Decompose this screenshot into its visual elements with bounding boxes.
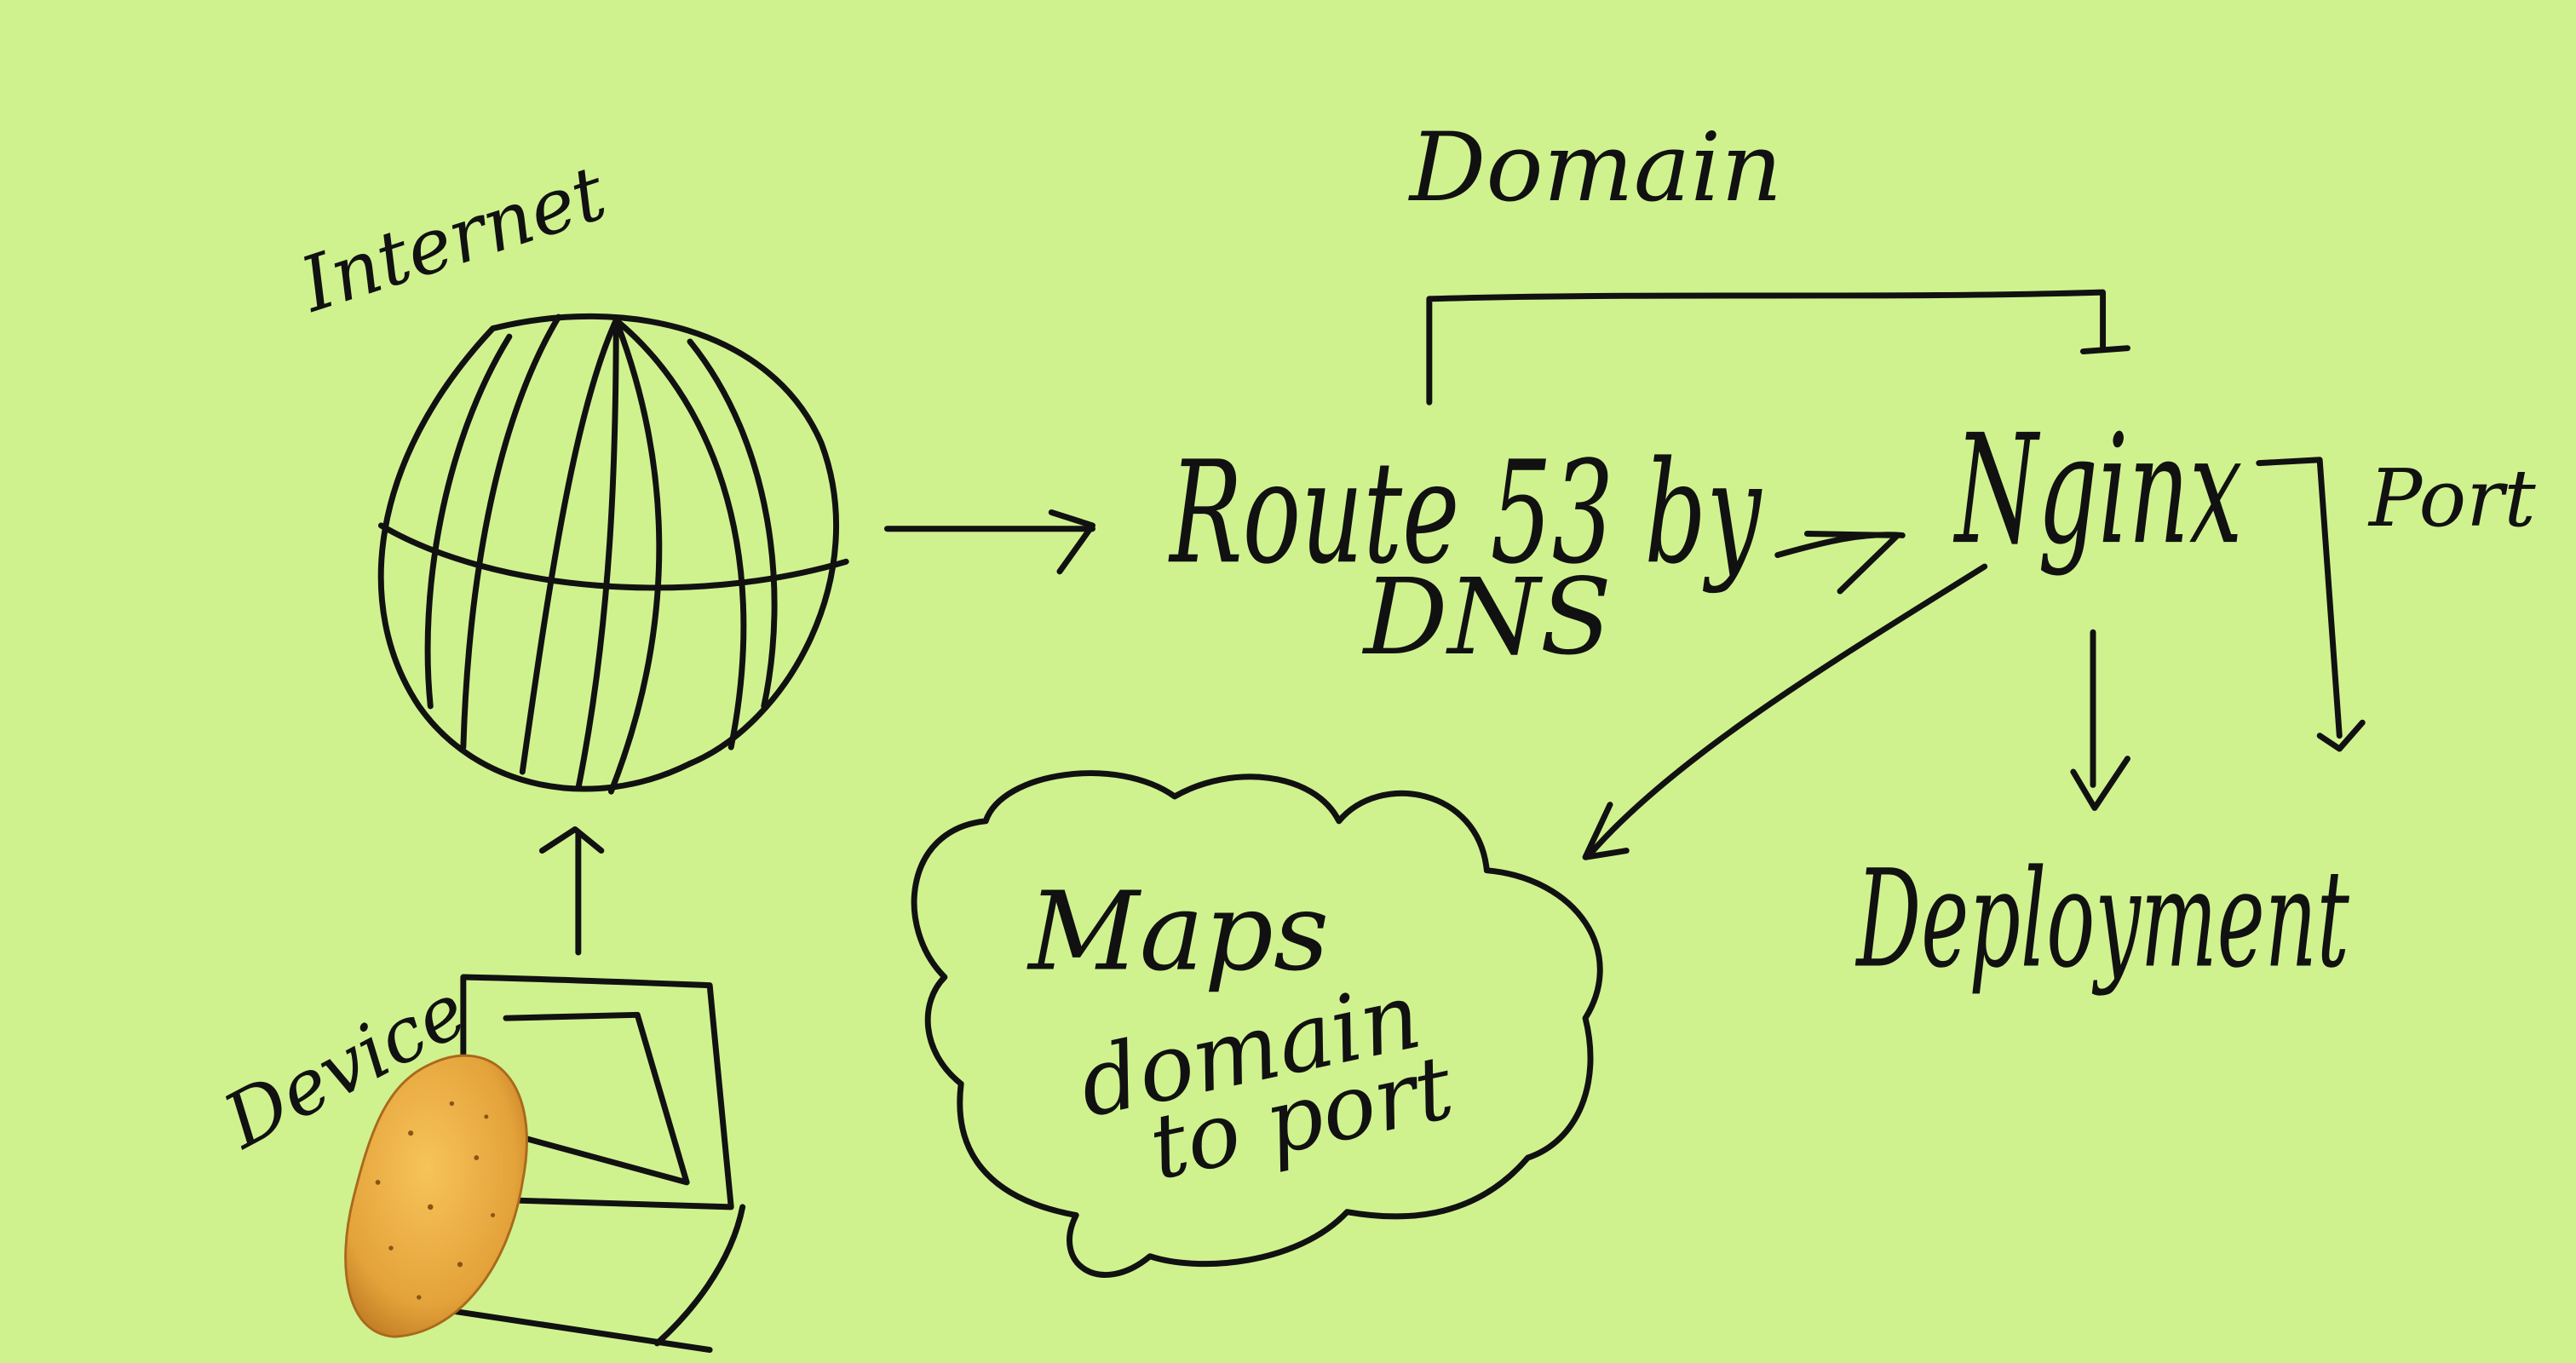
arrow-nginx-to-port: [2256, 457, 2366, 752]
dns-label: DNS: [1362, 556, 1613, 679]
arrow-internet-to-route53: [883, 509, 1095, 575]
potato-image: [344, 1054, 528, 1338]
arrow-nginx-to-cloud: [1582, 563, 1988, 860]
internet-label: Internet: [289, 149, 616, 330]
arrow-nginx-to-deployment: [2070, 629, 2130, 811]
nginx-label: Nginx: [1952, 401, 2242, 578]
cloud-shape: [911, 770, 1603, 1278]
arrow-domain-to-nginx: [1426, 289, 2130, 405]
globe-icon: [377, 313, 849, 795]
domain-label: Domain: [1408, 112, 1783, 223]
cloud-note-line1: Maps: [1026, 869, 1329, 995]
deployment-label: Deployment: [1854, 842, 2349, 998]
arrow-device-to-internet: [538, 826, 605, 956]
port-label: Port: [2367, 452, 2537, 544]
route53-label: Route 53 by: [1168, 431, 1762, 595]
arrow-route53-to-nginx: [1774, 531, 1906, 595]
